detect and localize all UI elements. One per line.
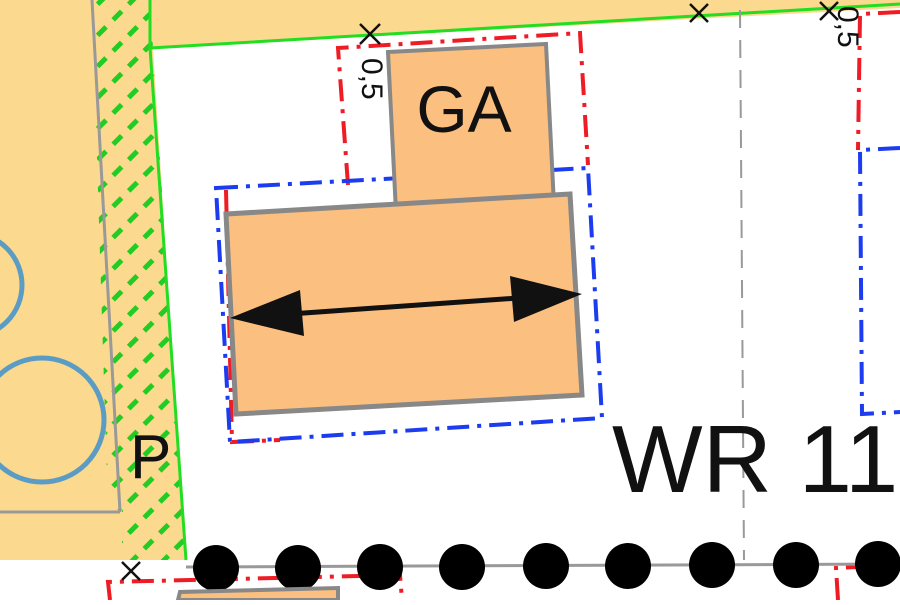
boundary-dot (523, 543, 569, 589)
red-building-envelope (335, 30, 590, 186)
partial-building-bottom (175, 585, 340, 602)
boundary-dot (439, 544, 485, 590)
setback-label-left: 0,5 (355, 58, 388, 100)
red-building-envelope (856, 10, 900, 151)
blue-building-line (857, 146, 900, 417)
plot-edge-line (90, 0, 122, 513)
parking-label: P (130, 423, 171, 492)
tree-symbol (0, 355, 107, 485)
ridge-direction-arrow (289, 295, 519, 317)
blue-building-line (213, 165, 605, 445)
dashed-divider-line (739, 9, 745, 561)
setback-label-right: 0,5 (831, 6, 864, 48)
boundary-dot (773, 542, 819, 588)
cross-marker (689, 3, 709, 23)
zone-label: WR 11 (612, 406, 898, 513)
red-building-envelope (105, 572, 404, 601)
arrow-head-right (510, 276, 582, 322)
cross-marker (359, 23, 381, 45)
cross-marker (819, 1, 839, 21)
boundary-dot (193, 545, 239, 591)
boundary-dot (855, 541, 900, 587)
dotted-boundary (193, 541, 900, 591)
green-boundary-line (148, 47, 188, 561)
boundary-dot (605, 543, 651, 589)
boundary-dot (275, 545, 321, 591)
cross-marker (121, 561, 141, 581)
boundary-dot (357, 544, 403, 590)
tree-symbol (0, 239, 25, 331)
garage-label: GA (416, 72, 511, 146)
boundary-dot (689, 542, 735, 588)
arrow-head-left (230, 290, 304, 336)
